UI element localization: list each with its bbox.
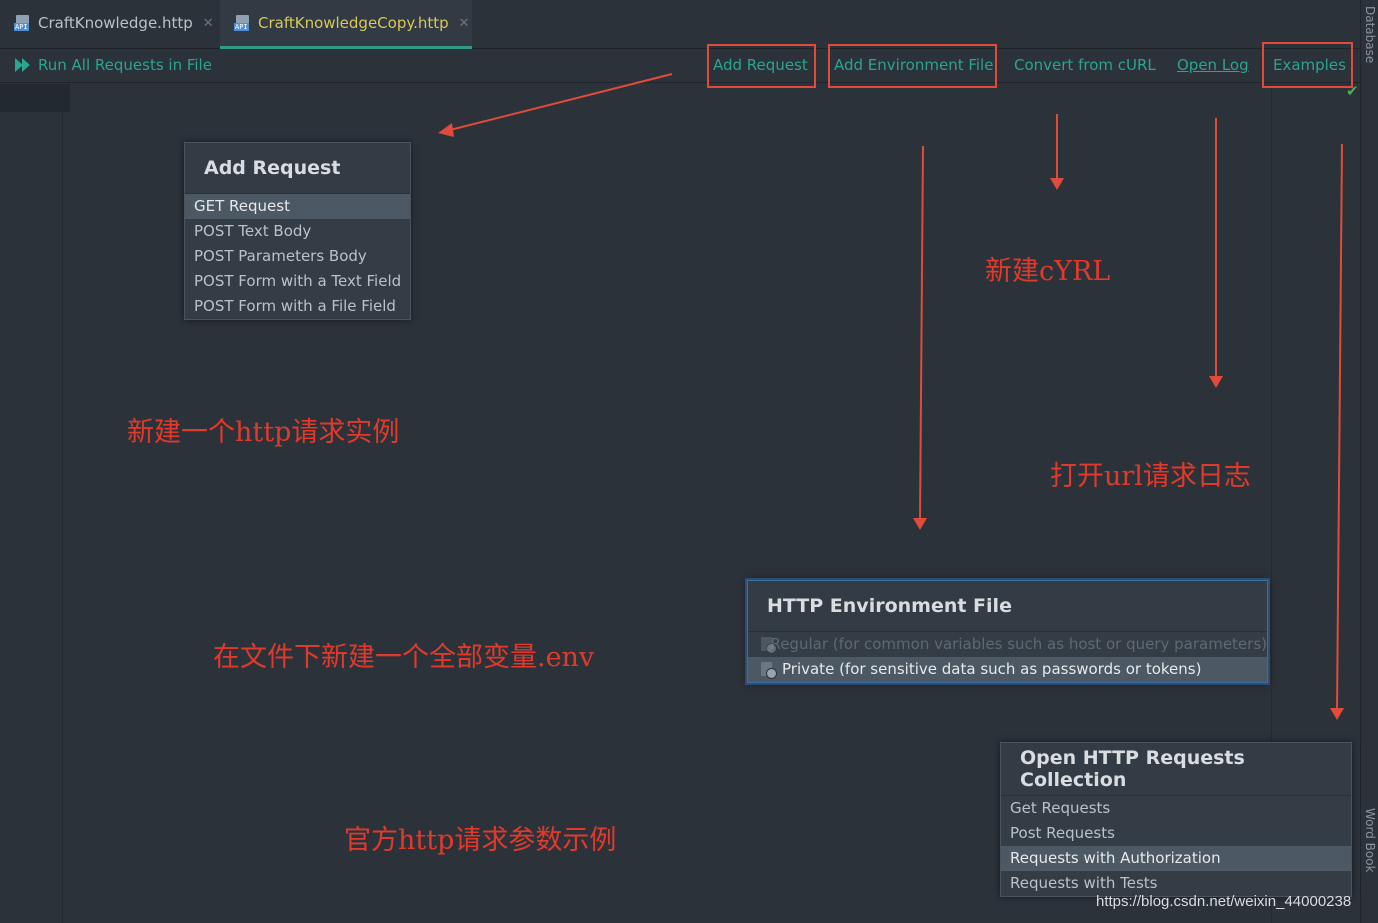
env-file-list: Regular (for common variables such as ho…: [748, 631, 1267, 682]
close-icon[interactable]: ✕: [458, 15, 470, 31]
word-book-tool-tab[interactable]: Word Book: [1363, 808, 1377, 873]
add-request-list: GET Request POST Text Body POST Paramete…: [185, 193, 410, 319]
gutter-divider: [62, 84, 63, 923]
menu-item-label: Private (for sensitive data such as pass…: [782, 660, 1202, 678]
watermark-url: https://blog.csdn.net/weixin_44000238: [1096, 893, 1352, 910]
tab-label: CraftKnowledgeCopy.http: [258, 14, 449, 32]
menu-item-requests-with-tests[interactable]: Requests with Tests: [1010, 874, 1158, 892]
add-request-popup: Add Request GET Request POST Text Body P…: [184, 142, 411, 320]
arrow-examples: [1336, 143, 1343, 711]
note-open-log: 打开url请求日志: [1050, 461, 1251, 492]
highlight-add-request: [707, 44, 816, 88]
database-tool-tab[interactable]: Database: [1363, 6, 1377, 64]
editor-tab-bar: API CraftKnowledge.http ✕ API CraftKnowl…: [0, 0, 1360, 49]
api-file-icon: API: [234, 15, 252, 31]
api-file-icon: API: [14, 15, 32, 31]
highlight-examples: [1262, 42, 1353, 88]
run-all-requests-button[interactable]: Run All Requests in File: [14, 56, 212, 74]
note-new-env: 在文件下新建一个全部变量.env: [213, 642, 595, 673]
add-environment-file-button[interactable]: Add Environment File: [834, 56, 994, 74]
menu-item-post-form-text-field[interactable]: POST Form with a Text Field: [194, 272, 402, 290]
http-client-toolbar: Run All Requests in File Add Request Add…: [0, 48, 1360, 83]
menu-item-post-parameters-body[interactable]: POST Parameters Body: [194, 247, 367, 265]
tab-craftknowledge[interactable]: API CraftKnowledge.http ✕: [0, 0, 216, 46]
highlight-add-environment-file: [828, 44, 997, 88]
http-environment-file-popup: HTTP Environment File Regular (for commo…: [747, 580, 1268, 683]
env-file-icon: [760, 661, 777, 679]
convert-from-curl-button[interactable]: Convert from cURL: [1014, 56, 1156, 74]
menu-item-label: Regular (for common variables such as ho…: [770, 635, 1267, 653]
open-http-requests-collection-popup: Open HTTP Requests Collection Get Reques…: [1000, 742, 1352, 897]
right-margin-guide: [1271, 84, 1272, 923]
menu-item-post-requests[interactable]: Post Requests: [1010, 824, 1115, 842]
env-file-icon: [760, 636, 777, 654]
menu-item-get-requests[interactable]: Get Requests: [1010, 799, 1111, 817]
examples-list: Get Requests Post Requests Requests with…: [1001, 795, 1351, 896]
open-log-link[interactable]: Open Log: [1177, 56, 1249, 74]
arrow-env-file: [919, 145, 924, 521]
examples-button[interactable]: Examples: [1273, 56, 1346, 74]
popup-title: HTTP Environment File: [767, 595, 1012, 617]
double-play-icon: [15, 58, 30, 72]
note-new-request: 新建一个http请求实例: [127, 417, 400, 448]
menu-item-post-form-file-field[interactable]: POST Form with a File Field: [194, 297, 396, 315]
menu-item-requests-with-authorization[interactable]: Requests with Authorization: [1001, 846, 1351, 871]
popup-title: Open HTTP Requests Collection: [1020, 747, 1245, 791]
tab-craftknowledgecopy[interactable]: API CraftKnowledgeCopy.http ✕: [220, 0, 472, 49]
tab-label: CraftKnowledge.http: [38, 14, 193, 32]
menu-item-post-text-body[interactable]: POST Text Body: [194, 222, 312, 240]
note-new-curl: 新建cYRL: [985, 256, 1111, 287]
run-all-label: Run All Requests in File: [38, 56, 212, 74]
close-icon[interactable]: ✕: [202, 15, 214, 31]
menu-item-get-request[interactable]: GET Request: [185, 194, 410, 219]
menu-item-private-env[interactable]: Private (for sensitive data such as pass…: [748, 657, 1267, 682]
menu-item-regular-env[interactable]: Regular (for common variables such as ho…: [748, 632, 1267, 657]
add-request-button[interactable]: Add Request: [713, 56, 808, 74]
right-tool-window-strip: Database Word Book: [1360, 0, 1378, 923]
note-examples: 官方http请求参数示例: [344, 825, 617, 856]
popup-title: Add Request: [204, 157, 341, 179]
current-line-gutter: [0, 84, 70, 112]
